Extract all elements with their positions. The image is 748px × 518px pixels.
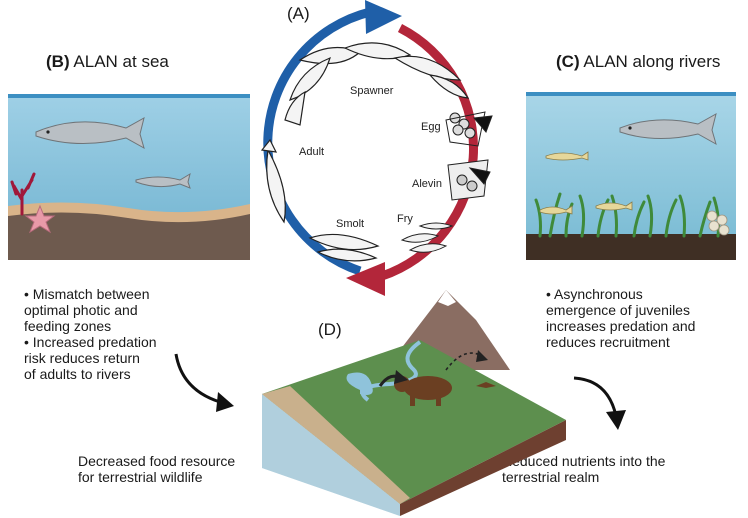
coral-icon: [10, 172, 36, 216]
panel-c-bullet-line: increases predation and: [546, 318, 696, 334]
salmon-small-icon: [135, 172, 191, 189]
panel-b-caption-line: Decreased food resource: [78, 453, 236, 469]
panel-c-caption-line: Reduced nutrients into the: [502, 453, 666, 469]
river-scene: [526, 92, 736, 260]
panel-c-bullet-line: • Asynchronous: [546, 286, 643, 302]
juvenile-fish-icon: [539, 151, 633, 215]
panel-b-title: (B) ALAN at sea: [46, 52, 169, 72]
panel-b-heading: ALAN at sea: [73, 52, 169, 71]
blue-arrowhead: [365, 0, 402, 34]
panel-c-caption-line: terrestrial realm: [502, 469, 600, 485]
panel-b-bullet-line: • Mismatch between: [24, 286, 150, 302]
egg-icon: [445, 111, 493, 147]
stage-label-spawner: Spawner: [350, 85, 394, 97]
spawner-fish: [284, 42, 470, 126]
stage-label-adult: Adult: [299, 146, 325, 158]
panel-b-bullets: • Mismatch between optimal photic and fe…: [24, 286, 157, 382]
panel-b-bullet-line: feeding zones: [24, 318, 112, 334]
bird-icon: [476, 382, 496, 388]
panel-c-heading: ALAN along rivers: [583, 52, 721, 71]
panel-c-title: (C) ALAN along rivers: [556, 52, 720, 72]
panel-c-bullet-line: reduces recruitment: [546, 334, 670, 350]
panel-c-bullet-line: emergence of juveniles: [546, 302, 690, 318]
panel-c-caption: Reduced nutrients into the terrestrial r…: [502, 453, 665, 485]
panel-b-caption: Decreased food resource for terrestrial …: [78, 453, 235, 485]
stage-label-alevin: Alevin: [412, 178, 442, 190]
life-cycle-diagram: [260, 0, 493, 296]
soil-face: [400, 420, 566, 516]
stage-label-smolt: Smolt: [336, 218, 365, 230]
alevin-icon: [447, 159, 491, 201]
panel-b-label: (B): [46, 52, 70, 71]
panel-a-label: (A): [287, 4, 310, 23]
red-cycle-arrow: [380, 23, 478, 281]
panel-b-bullet-line: of adults to rivers: [24, 366, 131, 382]
panel-d-label: (D): [318, 320, 342, 339]
panel-b-caption-line: for terrestrial wildlife: [78, 469, 203, 485]
egg-cluster-icon: [706, 210, 730, 236]
grassland-surface: [262, 340, 566, 504]
salmon-icon: [35, 117, 145, 150]
stage-label-fry: Fry: [397, 213, 413, 225]
smolt-fish: [308, 233, 380, 262]
sea-scene: [8, 94, 250, 260]
starfish-icon: [24, 204, 56, 234]
blue-cycle-arrow: [263, 7, 372, 276]
panel-b-bullet-line: • Increased predation: [24, 334, 157, 350]
landscape-block: [262, 290, 566, 516]
panel-b-bullet-line: risk reduces return: [24, 350, 140, 366]
panel-c-bullets: • Asynchronous emergence of juveniles in…: [546, 286, 695, 350]
panel-b-bullet-line: optimal photic and: [24, 302, 138, 318]
stage-label-egg: Egg: [421, 121, 441, 133]
fry-fish: [400, 222, 454, 253]
red-arrowhead: [346, 262, 385, 296]
adult-fish: [260, 138, 286, 224]
panel-c-label: (C): [556, 52, 580, 71]
salmon-icon: [619, 113, 717, 146]
arrow-b-to-d: [174, 353, 234, 412]
arrow-d-to-c: [573, 376, 626, 430]
